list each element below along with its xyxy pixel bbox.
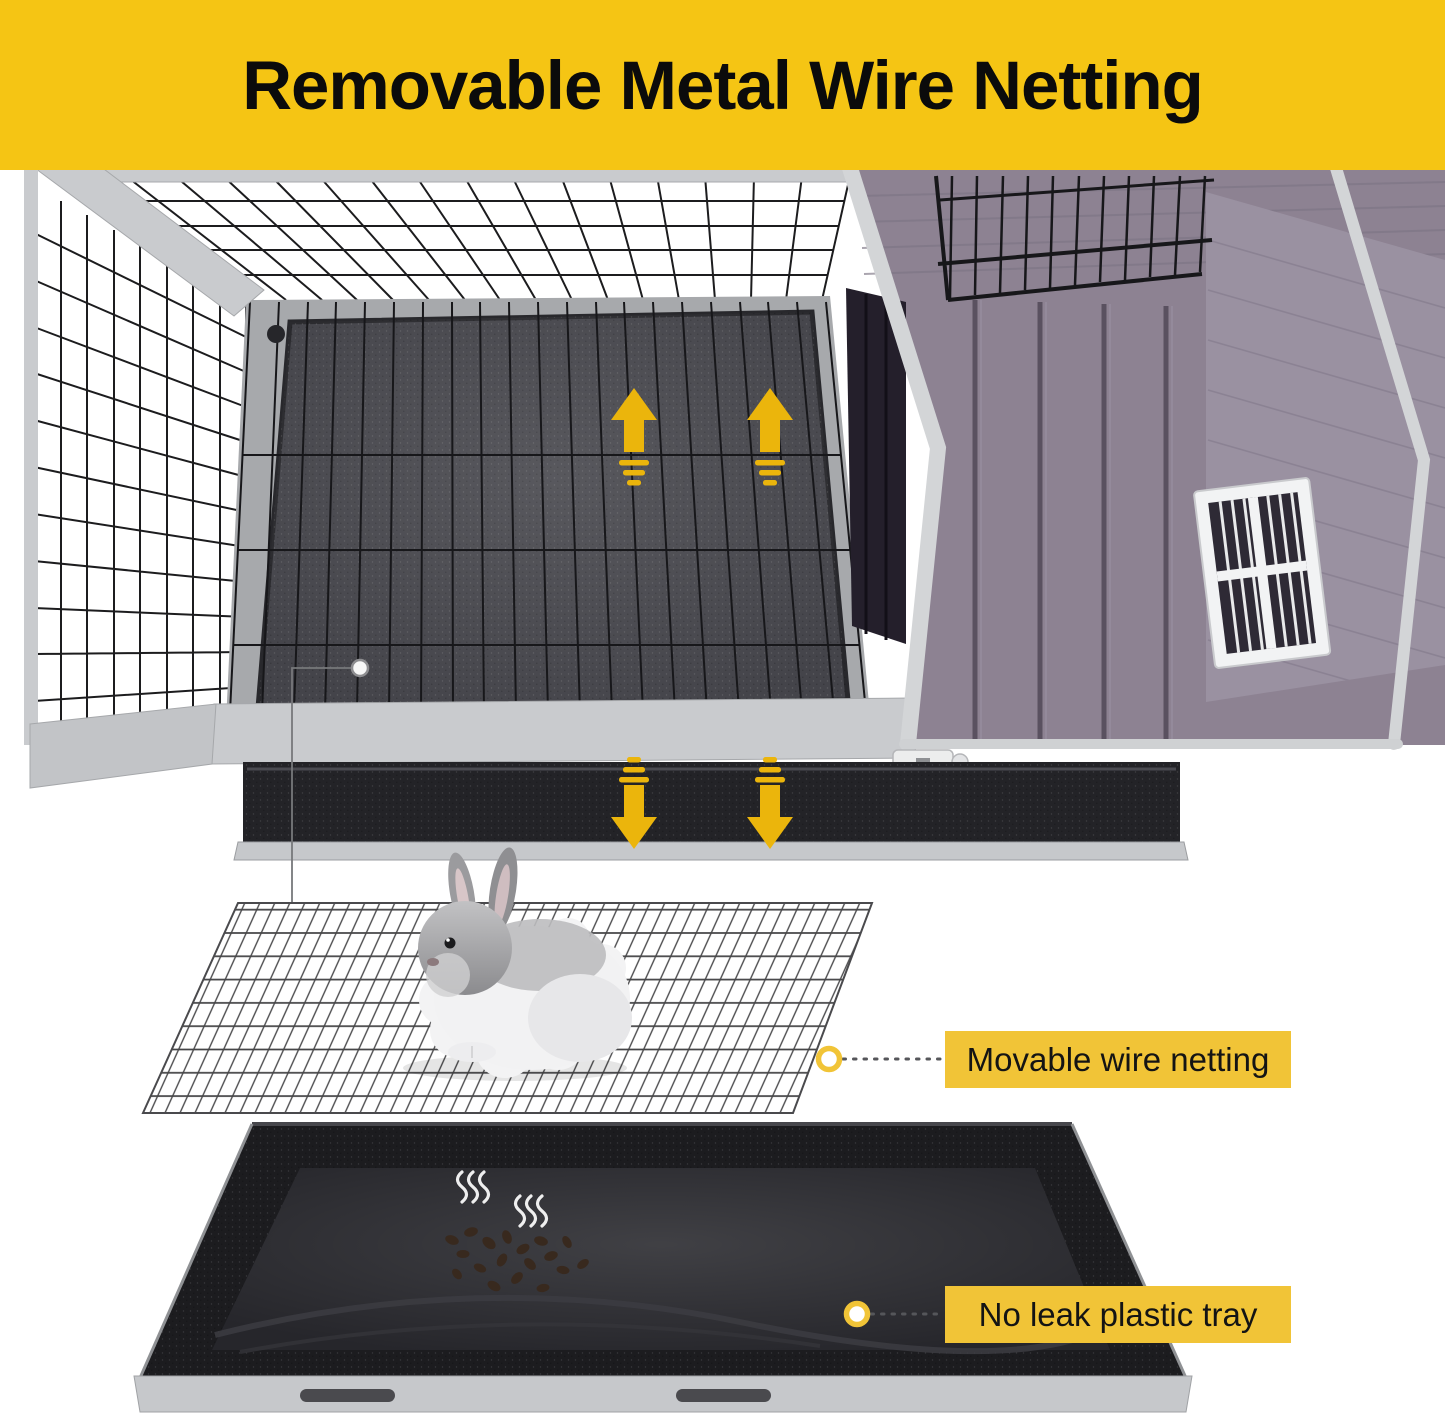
- left-frame-beam: [24, 170, 38, 745]
- plastic-tray: [133, 1122, 1193, 1413]
- callout-movable-wire-netting: Movable wire netting: [945, 1031, 1291, 1088]
- tray-handle-slot: [676, 1389, 771, 1402]
- callout-no-leak-plastic-tray: No leak plastic tray: [945, 1286, 1291, 1343]
- droppings: [445, 1227, 589, 1293]
- tray-sheen-wave: [214, 1294, 1102, 1355]
- doorway-bars: [864, 294, 888, 640]
- window: [1193, 477, 1332, 669]
- callout-netting-label: Movable wire netting: [966, 1040, 1270, 1078]
- front-wall-wires: [229, 301, 867, 713]
- tray-handle-slot: [300, 1389, 395, 1402]
- callout-tray-label: No leak plastic tray: [978, 1295, 1258, 1333]
- pullout-tray: [233, 762, 1189, 861]
- rabbit: [403, 847, 632, 1081]
- front-bottom-beam-left: [29, 703, 217, 789]
- netting-callout-marker: [815, 1045, 843, 1073]
- netting-connector-line: [291, 667, 351, 936]
- tray-callout-marker: [843, 1300, 871, 1328]
- house: [842, 160, 1445, 775]
- door-hinge: [267, 325, 285, 343]
- corner-trim-beams: [842, 160, 1431, 752]
- hay-rack: [934, 175, 1215, 302]
- rabbit-eye: [444, 937, 456, 949]
- house-doorway: [846, 288, 906, 644]
- title-banner: Removable Metal Wire Netting: [0, 0, 1445, 170]
- front-bottom-beam: [209, 697, 917, 765]
- inner-tray-sheen: [258, 312, 848, 708]
- cage: [22, 159, 917, 789]
- rabbit-nose: [427, 958, 439, 966]
- tray-front-rim: [133, 1375, 1193, 1413]
- pullout-tray-rail: [233, 841, 1189, 861]
- netting-connector-dot: [350, 658, 370, 678]
- plank-highlights: [980, 300, 1173, 742]
- page-title: Removable Metal Wire Netting: [242, 46, 1204, 124]
- plank-gaps: [972, 300, 1169, 742]
